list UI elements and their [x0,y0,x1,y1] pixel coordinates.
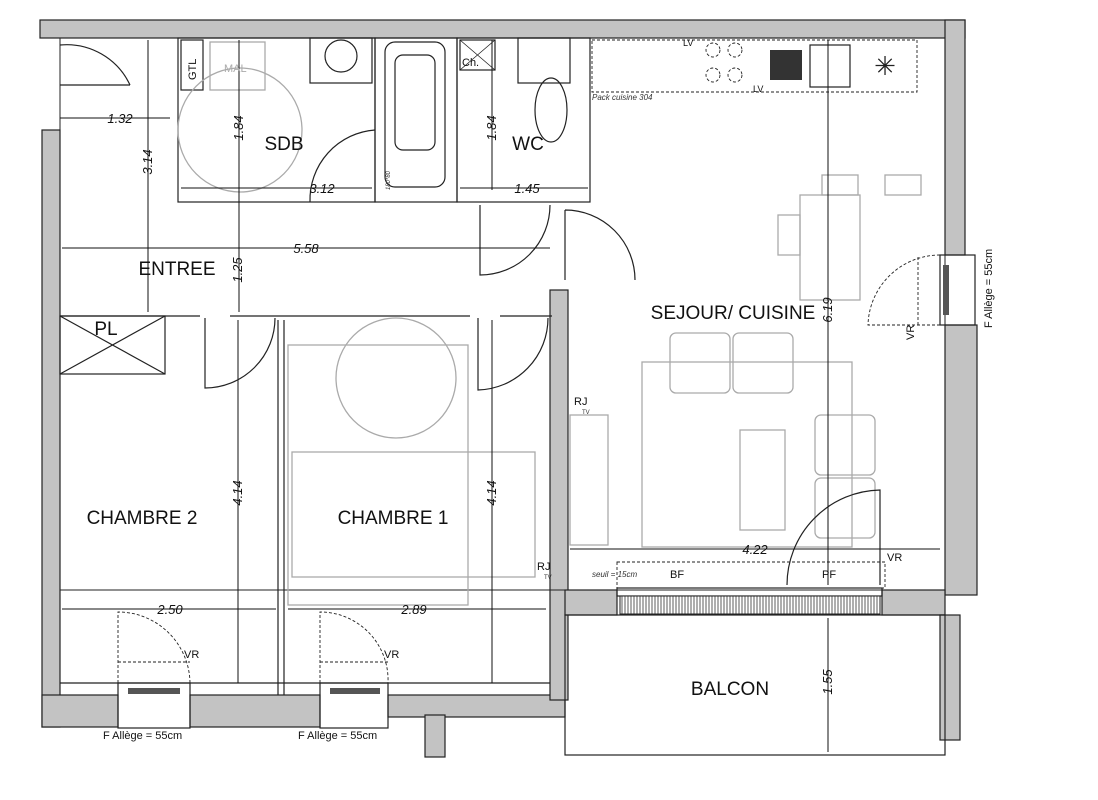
fixtures: ✳ [59,37,976,729]
sink [809,44,851,88]
label-pack-cuisine: Pack cuisine 304 [592,93,653,102]
water-heater [459,39,496,71]
sejour-door [564,209,636,281]
dim-sdb-height: 1.84 [231,115,246,140]
washbasin [309,37,373,84]
dim-entree-height: 3.14 [140,149,155,174]
label-tv-1: TV [582,410,590,416]
room-label-sdb: SDB [264,134,303,155]
washing-machine [209,41,266,91]
toilet [534,77,568,143]
label-allege-east: F Allège = 55cm [983,249,995,328]
balcony-door [786,489,881,586]
room-label-sejour: SEJOUR/ CUISINE [651,303,816,324]
label-ch: Ch. [462,57,479,69]
drainboard [770,50,802,80]
label-bath-size: 180*80 [386,170,392,190]
label-tv-2: TV [544,575,552,581]
bathtub [384,41,446,188]
window-chambre1 [319,682,389,729]
pl-closet [59,315,166,375]
label-allege-chambre2: F Allège = 55cm [103,730,182,742]
label-lv-2: LV [753,84,763,94]
dim-balcon-depth: 1.55 [820,669,835,695]
label-allege-chambre1: F Allège = 55cm [298,730,377,742]
room-label-balcon: BALCON [691,679,769,700]
label-rj-2: RJ [537,561,550,573]
dim-corridor-width: 5.58 [293,241,319,256]
kitchen-counter [591,39,918,93]
room-label-chambre2: CHAMBRE 2 [87,508,198,529]
dim-chambre1-width: 2.89 [400,602,426,617]
label-vr-sejour: VR [887,552,902,564]
walls [39,19,978,758]
label-vr-chambre1: VR [384,649,399,661]
room-label-chambre1: CHAMBRE 1 [338,508,449,529]
chambre1-door [477,317,549,391]
label-pf: PF [822,569,836,581]
dim-wc-width: 1.45 [514,181,540,196]
dim-entry-door: 1.32 [107,111,133,126]
entry-door [59,44,131,86]
label-vr-chambre2: VR [184,649,199,661]
wc-door [479,204,551,276]
dim-corridor-height: 1.25 [230,257,245,283]
rug [641,361,853,548]
room-label-pl: PL [94,319,117,340]
label-seuil: seuil = 15cm [592,570,637,579]
sofa [669,332,731,394]
dimension-labels: 1.32 3.14 1.84 3.12 1.84 1.45 5.58 1.25 … [107,111,835,695]
dim-wc-height: 1.84 [484,115,499,140]
dim-chambre2-width: 2.50 [156,602,183,617]
tv-unit [569,414,609,546]
dim-sdb-width: 3.12 [309,181,335,196]
turning-circle [177,67,303,193]
dim-sejour-height: 6.19 [820,297,835,322]
dining-table [799,194,861,301]
armchair [814,414,876,476]
dim-chambre1-height: 4.14 [484,480,499,505]
annotations: GTL MAL Ch. LV LV Pack cuisine 304 180*8… [103,38,995,742]
dim-chambre2-height: 4.14 [230,480,245,505]
coffee-table [739,429,786,531]
partitions [59,37,946,756]
fridge-icon: ✳ [874,51,896,81]
window-east [939,254,976,326]
room-label-wc: WC [512,134,544,155]
window-chambre2 [117,682,191,729]
label-rj-1: RJ [574,396,587,408]
wardrobe-area [287,344,469,606]
label-vr-east: VR [905,325,917,340]
label-mal: MAL [224,63,247,75]
dimension-lines [60,40,940,752]
dim-sejour-width: 4.22 [742,542,768,557]
room-label-entree: ENTREE [138,259,215,280]
bed [291,451,536,578]
chambre2-door [204,317,276,389]
label-bf: BF [670,569,684,581]
label-lv-1: LV [683,38,693,48]
label-gtl: GTL [187,59,199,80]
